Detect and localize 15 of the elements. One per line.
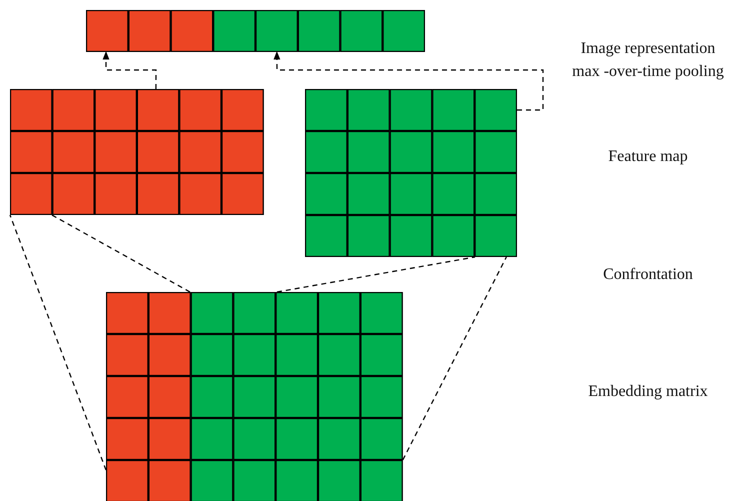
projection-line	[276, 256, 476, 293]
feature-map-grid	[305, 89, 517, 257]
embedding-matrix-grid	[106, 292, 403, 501]
projection-line	[402, 256, 507, 460]
pooled-vector	[86, 10, 425, 52]
arrow	[102, 51, 157, 89]
layer-label: Image representation	[580, 40, 716, 58]
layer-label: max -over-time pooling	[572, 63, 724, 81]
layer-label: Confrontation	[603, 266, 693, 284]
projection-line	[52, 214, 190, 293]
arrow	[274, 51, 544, 111]
projection-line	[9, 214, 107, 470]
feature-map-grid	[10, 89, 264, 215]
layer-label: Embedding matrix	[588, 383, 708, 401]
layer-label: Feature map	[608, 148, 688, 166]
